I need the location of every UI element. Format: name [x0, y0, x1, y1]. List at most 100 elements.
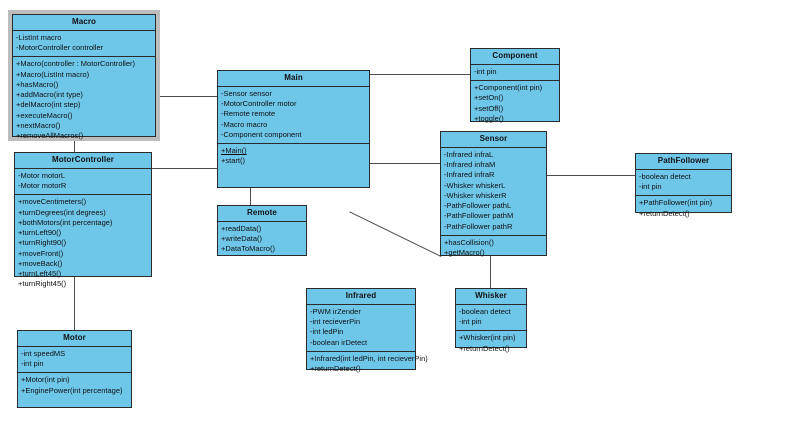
attribute-row: -Whisker whiskerL — [444, 180, 506, 190]
assoc-motorcontroller-main — [152, 168, 217, 169]
method-row: +toggle() — [474, 113, 504, 123]
class-title-motorcontroller: MotorController — [15, 153, 151, 169]
attribute-row: -Motor motorL — [18, 170, 66, 180]
attribute-row: -ListInt macro — [16, 32, 62, 42]
class-box-macro[interactable]: Macro -ListInt macro -MotorController co… — [12, 14, 156, 140]
class-attributes-main: -Sensor sensor -MotorController motor -R… — [218, 87, 369, 143]
attribute-row: -PathFollower pathR — [444, 221, 513, 231]
method-row: +moveBack() — [18, 258, 63, 268]
class-attributes-pathfollower: -boolean detect -int pin — [636, 170, 731, 196]
method-row: +moveCentimeters() — [18, 197, 87, 207]
class-box-motor[interactable]: Motor -int speedMS -int pin +Motor(int p… — [17, 330, 132, 408]
method-row: +delMacro(int step) — [16, 100, 81, 110]
method-row: +DataToMacro() — [221, 244, 275, 254]
class-title-sensor: Sensor — [441, 132, 546, 148]
class-title-infrared: Infrared — [307, 289, 415, 305]
attribute-row: -Sensor sensor — [221, 88, 272, 98]
class-attributes-infrared: -PWM irZender -int recieverPin -int ledP… — [307, 305, 415, 351]
attribute-row: -Macro macro — [221, 119, 268, 129]
class-title-main: Main — [218, 71, 369, 87]
method-row: +executeMacro() — [16, 110, 73, 120]
class-title-motor: Motor — [18, 331, 131, 347]
class-methods-motorcontroller: +moveCentimeters() +turnDegrees(int degr… — [15, 194, 151, 292]
assoc-macro-main — [155, 96, 217, 97]
class-methods-macro: +Macro(controller : MotorController) +Ma… — [13, 56, 155, 144]
class-title-whisker: Whisker — [456, 289, 526, 305]
class-attributes-sensor: -Infrared infraL -Infrared infraM -Infra… — [441, 148, 546, 235]
method-row: +start() — [221, 156, 245, 166]
class-box-infrared[interactable]: Infrared -PWM irZender -int recieverPin … — [306, 288, 428, 373]
attribute-row: -Remote remote — [221, 109, 276, 119]
class-methods-main: +Main() +start() — [218, 142, 369, 170]
class-methods-sensor: +hasCollision() +getMacro() — [441, 234, 546, 262]
attribute-row: -boolean irDetect — [310, 337, 368, 347]
method-row-static: +Main() — [221, 146, 247, 156]
method-row: +Component(int pin) — [474, 83, 543, 92]
attribute-row: -int pin — [21, 359, 44, 368]
method-row: +hasMacro() — [16, 79, 59, 89]
class-methods-motor: +Motor(int pin) +EnginePower(int percent… — [18, 372, 131, 399]
method-row: +EnginePower(int percentage) — [21, 385, 123, 395]
method-row: +turnLeft90() — [18, 228, 62, 238]
class-title-remote: Remote — [218, 206, 306, 222]
method-row: +setOn() — [474, 93, 504, 103]
macro-selection-frame[interactable]: Macro -ListInt macro -MotorController co… — [8, 10, 160, 141]
class-methods-pathfollower: +PathFollower(int pin) +returnDetect() — [636, 195, 731, 222]
assoc-main-remote — [250, 188, 251, 205]
class-title-macro: Macro — [13, 15, 155, 31]
class-title-pathfollower: PathFollower — [636, 154, 731, 170]
attribute-row: -PathFollower pathL — [444, 201, 512, 211]
method-row: +readData() — [221, 223, 262, 233]
class-box-pathfollower[interactable]: PathFollower -boolean detect -int pin +P… — [635, 153, 732, 218]
method-row: +PathFollower(int pin) — [639, 198, 713, 208]
method-row: +setOff() — [474, 103, 504, 113]
method-row: +moveFront() — [18, 248, 64, 258]
assoc-main-component — [370, 74, 470, 75]
assoc-sensor-infrared — [349, 211, 442, 257]
assoc-macro-motorcontroller — [74, 140, 75, 152]
method-row: +Motor(int pin) — [21, 375, 70, 385]
method-row: +returnDetect() — [639, 208, 690, 218]
assoc-sensor-whisker — [490, 256, 491, 288]
class-methods-component: +Component(int pin) +setOn() +setOff() +… — [471, 79, 559, 127]
attribute-row: -int pin — [474, 66, 497, 76]
method-row: +removeAllMacros() — [16, 131, 84, 141]
attribute-row: -boolean detect — [639, 171, 691, 181]
attribute-row: -int ledPin — [310, 327, 344, 337]
class-attributes-motor: -int speedMS -int pin — [18, 347, 131, 373]
class-methods-infrared: +Infrared(int ledPin, int recieverPin) +… — [307, 350, 428, 378]
method-row: +turnRight45() — [18, 279, 67, 289]
attribute-row: -Infrared infraL — [444, 149, 494, 159]
class-box-sensor[interactable]: Sensor -Infrared infraL -Infrared infraM… — [440, 131, 547, 257]
assoc-main-sensor — [370, 163, 440, 164]
method-row: +Macro(ListInt macro) — [16, 69, 90, 79]
attribute-row: -PathFollower pathM — [444, 211, 514, 221]
method-row: +writeData() — [221, 234, 263, 243]
method-row: +Whisker(int pin) — [459, 333, 516, 343]
attribute-row: -int pin — [639, 182, 662, 191]
method-row: +bothMotors(int percentage) — [18, 217, 113, 227]
class-box-whisker[interactable]: Whisker -boolean detect -int pin +Whiske… — [455, 288, 527, 353]
attribute-row: -Motor motorR — [18, 181, 67, 190]
class-box-main[interactable]: Main -Sensor sensor -MotorController mot… — [217, 70, 370, 188]
assoc-motorcontroller-motor — [74, 277, 75, 330]
class-methods-remote: +readData() +writeData() +DataToMacro() — [218, 222, 306, 258]
method-row: +Infrared(int ledPin, int recieverPin) — [310, 353, 428, 363]
attribute-row: -boolean detect — [459, 306, 511, 316]
class-attributes-whisker: -boolean detect -int pin — [456, 305, 526, 331]
method-row: +getMacro() — [444, 248, 485, 258]
attribute-row: -Whisker whiskerR — [444, 190, 507, 200]
attribute-row: -MotorController controller — [16, 43, 104, 52]
attribute-row: -Infrared infraM — [444, 160, 496, 169]
method-row: +turnRight90() — [18, 238, 67, 248]
attribute-row: -Component component — [221, 129, 302, 139]
class-box-remote[interactable]: Remote +readData() +writeData() +DataToM… — [217, 205, 307, 256]
method-row: +nextMacro() — [16, 120, 61, 130]
method-row: +Macro(controller : MotorController) — [16, 59, 135, 69]
class-box-motorcontroller[interactable]: MotorController -Motor motorL -Motor mot… — [14, 152, 152, 288]
class-box-component[interactable]: Component -int pin +Component(int pin) +… — [470, 48, 560, 123]
method-row: +hasCollision() — [444, 237, 494, 247]
attribute-row: -MotorController motor — [221, 99, 297, 108]
attribute-row: -Infrared infraR — [444, 170, 495, 180]
